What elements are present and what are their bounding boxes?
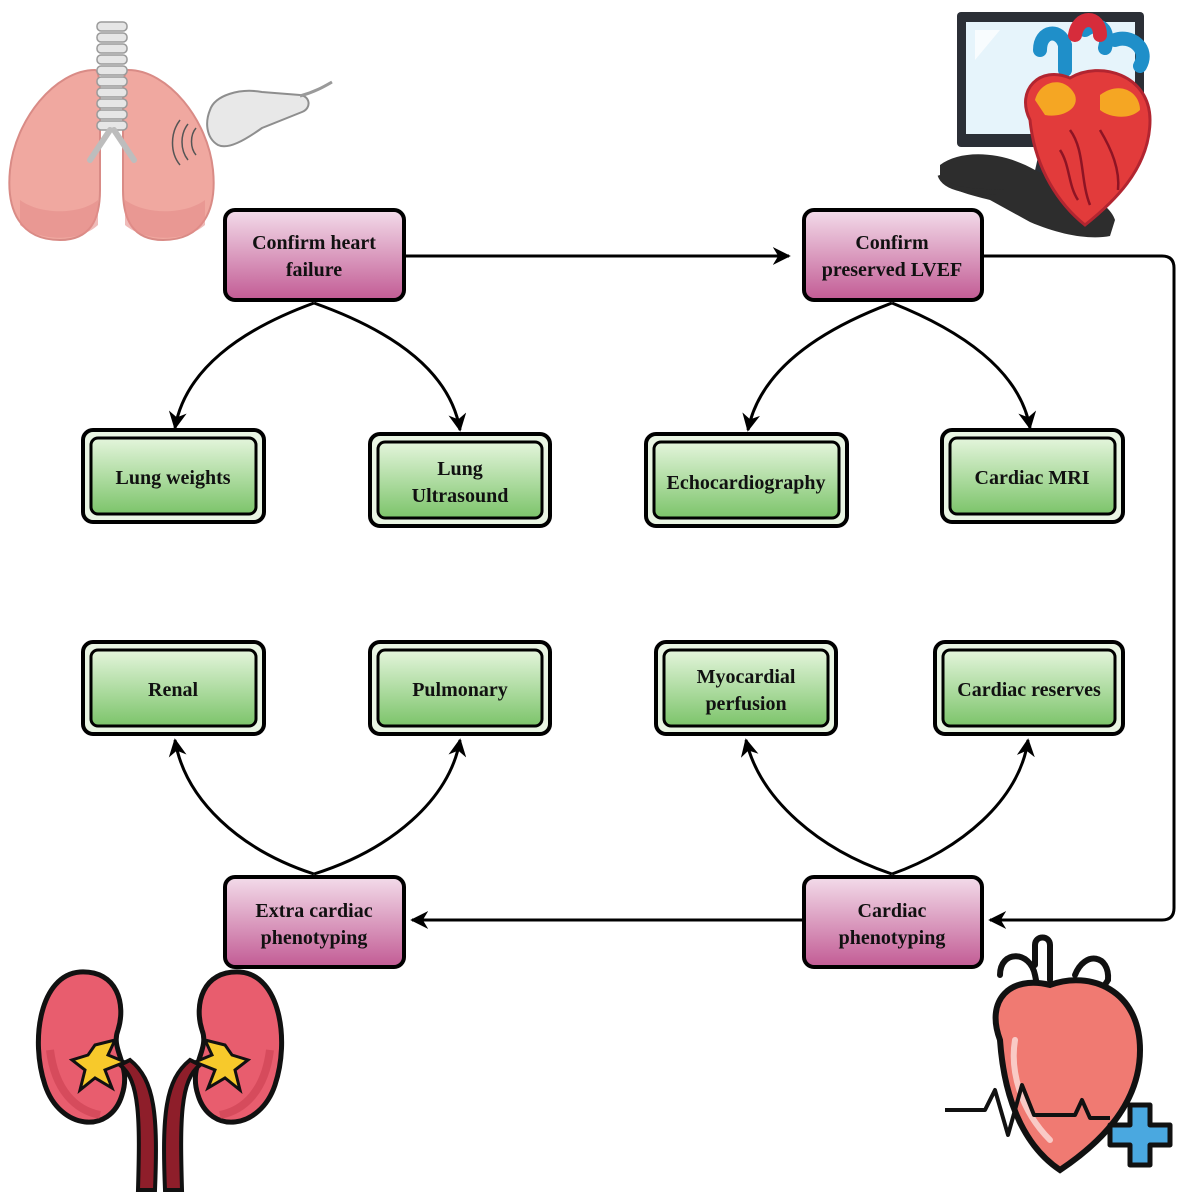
node-pulmonary: Pulmonary	[370, 642, 550, 734]
arrow-lvef-to-cardiac-phenotyping	[984, 256, 1174, 920]
svg-text:Lung weights: Lung weights	[115, 467, 230, 489]
arrow-hf-to-lung-ultrasound	[314, 303, 460, 430]
arrow-lvef-to-echo	[748, 303, 892, 430]
svg-text:Echocardiography: Echocardiography	[667, 472, 826, 494]
svg-text:Renal: Renal	[148, 679, 198, 701]
node-echocardiography: Echocardiography	[646, 434, 847, 526]
heart-monitor-icon	[940, 12, 1150, 237]
arrow-extra-to-renal	[175, 740, 314, 874]
svg-text:Pulmonary: Pulmonary	[412, 679, 508, 701]
arrow-cardiac-to-myocardial	[746, 740, 892, 874]
heart-health-icon	[945, 938, 1170, 1171]
svg-text:Cardiac MRI: Cardiac MRI	[975, 467, 1090, 489]
node-cardiac-mri: Cardiac MRI	[942, 430, 1123, 522]
arrow-hf-to-lung-weights	[175, 303, 314, 428]
arrow-cardiac-to-reserves	[892, 740, 1028, 874]
lungs-ultrasound-icon	[9, 22, 332, 240]
node-renal: Renal	[83, 642, 264, 734]
kidneys-icon	[38, 972, 281, 1190]
node-cardiac-reserves: Cardiac reserves	[935, 642, 1123, 734]
svg-text:Cardiac reserves: Cardiac reserves	[957, 679, 1101, 701]
node-lung-weights: Lung weights	[83, 430, 264, 522]
arrow-extra-to-pulmonary	[314, 740, 460, 874]
arrow-lvef-to-mri	[892, 303, 1030, 428]
